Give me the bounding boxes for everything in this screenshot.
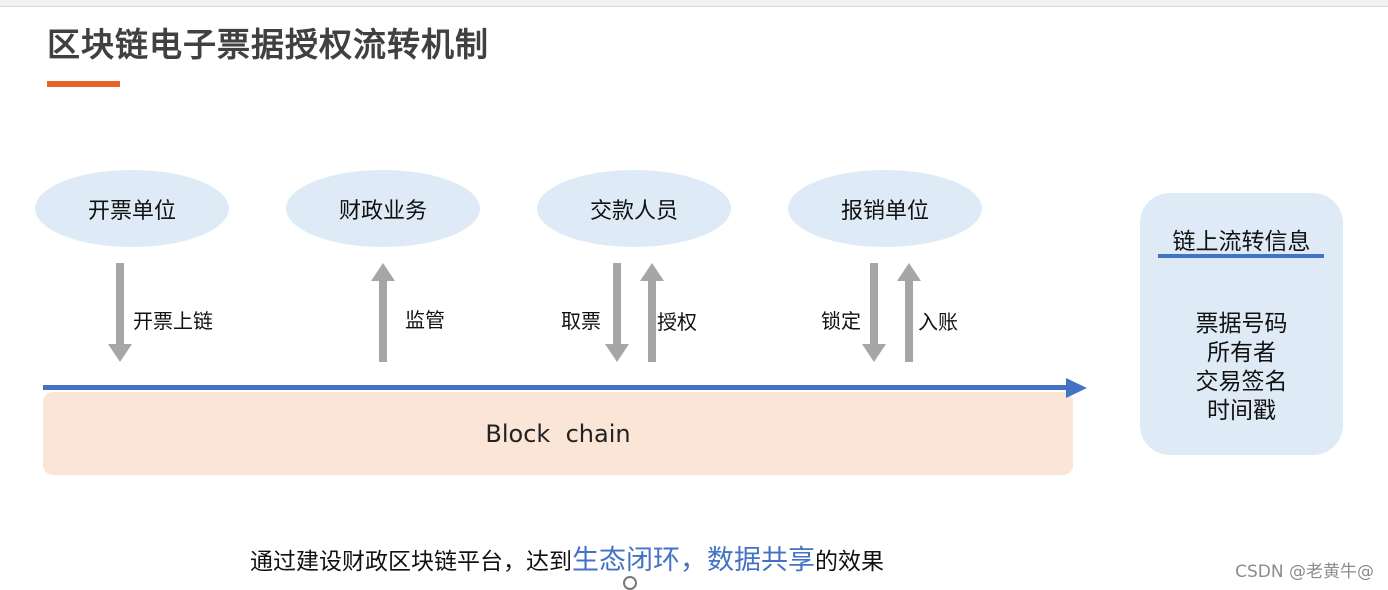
onchain-info-list: 票据号码 所有者 交易签名 时间戳 [1140, 310, 1343, 426]
onchain-info-panel [1140, 193, 1343, 455]
arrow-up-authorize [640, 263, 664, 362]
info-item-owner: 所有者 [1207, 340, 1276, 366]
label-book: 入账 [918, 310, 958, 334]
label-issue-upload: 开票上链 [133, 309, 213, 333]
info-item-timestamp: 时间戳 [1207, 398, 1276, 424]
footer-highlight: 生态闭环，数据共享 [572, 545, 815, 576]
arrow-down-issue [108, 263, 132, 362]
title-accent-bar [47, 81, 120, 87]
footer-caption: 通过建设财政区块链平台，达到生态闭环，数据共享的效果 [250, 538, 884, 577]
actor-finance-business: 财政业务 [286, 170, 480, 247]
window-top-strip [0, 0, 1388, 7]
arrow-up-book [897, 263, 921, 362]
footer-suffix: 的效果 [815, 549, 884, 575]
info-item-ticket-number: 票据号码 [1195, 311, 1288, 337]
actor-issuing-unit: 开票单位 [35, 170, 229, 247]
info-item-transaction-signature: 交易签名 [1195, 369, 1288, 395]
blockchain-label: Block chain [485, 419, 631, 448]
arrow-down-collect [605, 263, 629, 362]
label-authorize: 授权 [657, 310, 697, 334]
actor-reimbursing-unit: 报销单位 [788, 170, 982, 247]
timeline-arrowhead [1066, 378, 1087, 398]
onchain-info-title: 链上流转信息 [1172, 229, 1311, 255]
blockchain-timeline [43, 385, 1068, 390]
label-supervise: 监管 [405, 308, 445, 332]
arrow-down-lock [862, 263, 886, 362]
watermark: CSDN @老黄牛@ [1235, 562, 1374, 582]
label-collect: 取票 [561, 309, 601, 333]
page-title: 区块链电子票据授权流转机制 [47, 25, 489, 64]
blockchain-box [43, 392, 1073, 475]
actor-payer: 交款人员 [537, 170, 731, 247]
footer-prefix: 通过建设财政区块链平台，达到 [250, 549, 572, 575]
label-lock: 锁定 [821, 309, 861, 333]
onchain-info-underline [1158, 254, 1324, 258]
arrow-up-supervise [371, 263, 395, 362]
